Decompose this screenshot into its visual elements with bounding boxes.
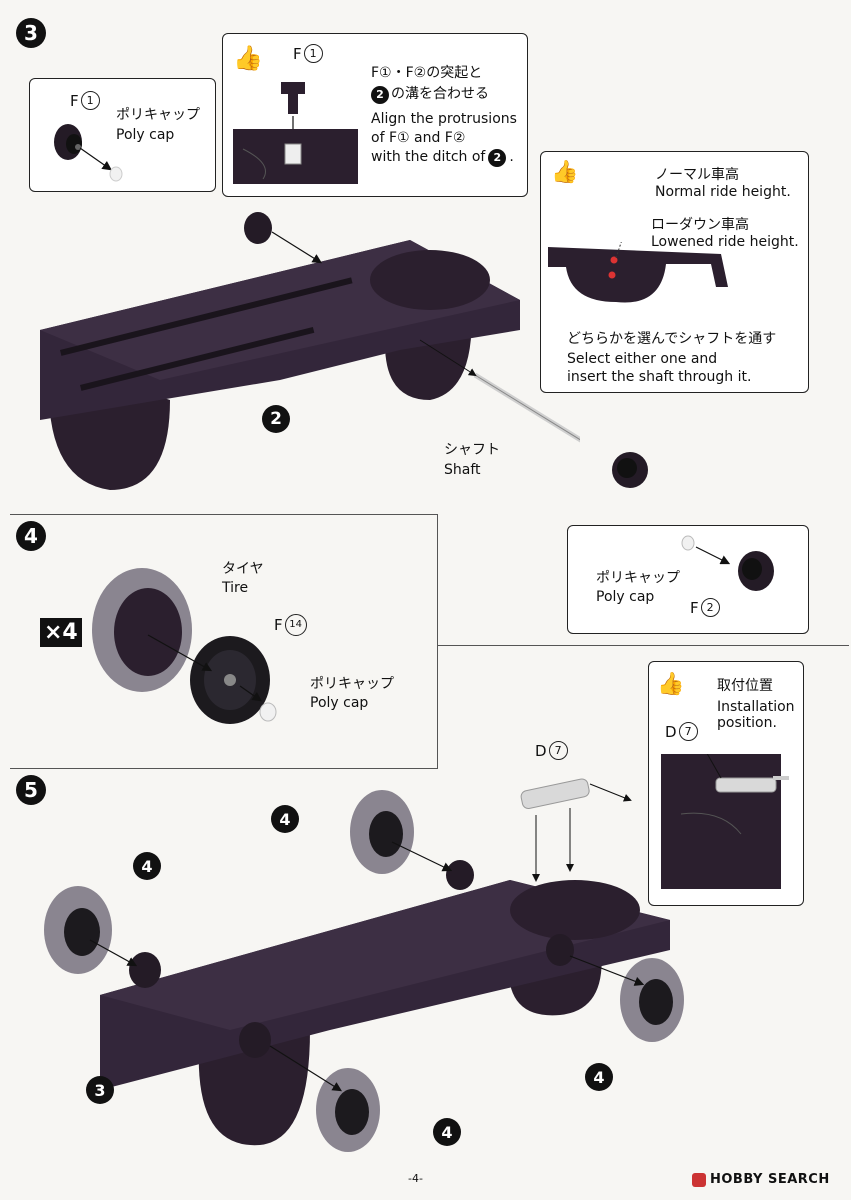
divider-step4-right [437, 514, 439, 769]
align-en-3-text: with the ditch of [371, 149, 486, 165]
callout-align-protrusions: 👍 F 1 F①・F②の突起と 2 の溝を合わせる Align the prot… [222, 33, 528, 197]
align-jp-2-text: の溝を合わせる [391, 86, 489, 102]
align-en-3: with the ditch of 2. [371, 148, 514, 167]
install-en-1: Installation [717, 699, 795, 715]
polycap-step4-en: Poly cap [310, 695, 369, 711]
polycap-en: Poly cap [116, 127, 175, 143]
step-5-number: 5 [16, 775, 46, 805]
part-letter: D [665, 722, 677, 741]
align-jp-1: F①・F②の突起と [371, 65, 483, 81]
part-letter: F [274, 616, 283, 634]
callout-polycap-f1: F 1 ポリキャップ Poly cap [29, 78, 216, 192]
polycap-step4-jp: ポリキャップ [310, 676, 394, 692]
part-letter: F [690, 598, 699, 617]
wheel-rear-left-top [350, 790, 453, 874]
lowered-en: Lowened ride height. [651, 234, 799, 250]
tire-jp: タイヤ [222, 561, 264, 577]
part-num: 7 [548, 741, 568, 760]
hobby-search-logo-icon [692, 1172, 706, 1187]
hand-icon: 👍 [233, 44, 263, 72]
divider-step5-top [437, 645, 849, 647]
ref-step3-badge: 3 [86, 1076, 114, 1104]
step4-tire-wheel-illustration [92, 568, 277, 724]
part-num: 1 [303, 44, 323, 63]
part-num: 14 [284, 614, 307, 636]
wheel-rear-right [569, 955, 684, 1042]
step3-chassis-illustration [40, 212, 580, 490]
callout-installation-position: 👍 取付位置 Installation position. D 7 [648, 661, 804, 906]
align-en-1: Align the protrusions [371, 111, 517, 127]
shaft-jp: シャフト [444, 442, 500, 458]
polycap-jp: ポリキャップ [116, 107, 200, 123]
polycap2-jp: ポリキャップ [596, 570, 680, 586]
ref-step4-badge-2: 4 [133, 852, 161, 880]
part-letter: F [293, 44, 302, 63]
ride-height-illustration [548, 242, 728, 303]
quantity-x4-badge: ×4 [40, 618, 82, 647]
normal-jp: ノーマル車高 [655, 167, 739, 183]
shaft-polycap-f2 [612, 452, 648, 488]
normal-en: Normal ride height. [655, 184, 791, 200]
align-illustration [233, 82, 358, 184]
part-letter: D [535, 741, 547, 760]
wheel-front-left [44, 886, 138, 974]
wheel-front-right [269, 1045, 380, 1152]
part-letter: F [70, 91, 79, 110]
ref-step4-badge-4: 4 [433, 1118, 461, 1146]
lowered-jp: ローダウン車高 [651, 217, 749, 233]
part-code-d7-callout: D 7 [665, 722, 698, 741]
sub-num-icon: 2 [371, 85, 389, 104]
part-code-f2: F 2 [690, 598, 720, 617]
step3-sub-part-2: 2 [262, 405, 290, 433]
align-en-2: of F① and F② [371, 130, 466, 146]
part-code-f1-top: F 1 [293, 44, 323, 63]
part-code-f1: F 1 [70, 91, 100, 110]
hobby-search-watermark: HOBBY SEARCH [692, 1172, 830, 1187]
ref-step4-badge-3: 4 [585, 1063, 613, 1091]
divider-step4-top [10, 514, 438, 516]
callout-polycap-f2: ポリキャップ Poly cap F 2 [567, 525, 809, 634]
part-num: 1 [80, 91, 100, 110]
callout-ride-height: 👍 ノーマル車高 Normal ride height. ローダウン車高 Low… [540, 151, 809, 393]
ref-step4-badge-1: 4 [271, 805, 299, 833]
step5-chassis-illustration [44, 778, 684, 1152]
divider-step4-bottom [10, 768, 438, 770]
tire-en: Tire [222, 580, 249, 596]
polycap-f2-illustration [681, 535, 774, 591]
hand-icon: 👍 [551, 160, 579, 185]
align-jp-2: 2 の溝を合わせる [371, 85, 489, 104]
shaft-en: Shaft [444, 462, 481, 478]
polycap2-en: Poly cap [596, 589, 655, 605]
select-en-2: insert the shaft through it. [567, 369, 752, 385]
watermark-text: HOBBY SEARCH [710, 1172, 830, 1187]
select-jp: どちらかを選んでシャフトを通す [567, 331, 777, 347]
step-4-number: 4 [16, 521, 46, 551]
part-code-f14: F 14 [274, 614, 307, 636]
part-num: 7 [678, 722, 698, 741]
select-en-1: Select either one and [567, 351, 718, 367]
install-en-2: position. [717, 715, 777, 731]
sub-num-icon: 2 [488, 148, 507, 167]
install-jp: 取付位置 [717, 678, 773, 694]
hand-icon: 👍 [657, 672, 685, 697]
polycap-f1-illustration [54, 124, 123, 182]
page-number: -4- [408, 1172, 423, 1185]
part-code-d7: D 7 [535, 741, 568, 760]
installation-illustration [661, 754, 789, 889]
part-num: 2 [700, 598, 720, 617]
step-3-number: 3 [16, 18, 46, 48]
